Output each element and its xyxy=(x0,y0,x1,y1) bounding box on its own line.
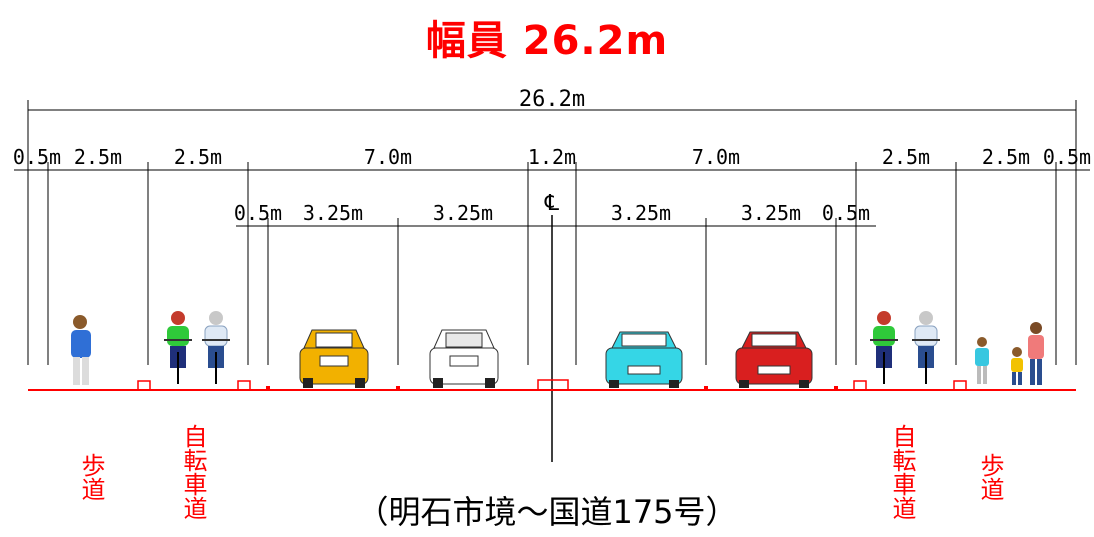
pedestrian-blue xyxy=(71,315,91,385)
dim-shoulder-right: 0.5m xyxy=(822,201,870,225)
child-yellow xyxy=(1011,347,1023,385)
tier1-dimensions: 0.5m 2.5m 2.5m 7.0m 1.2m 7.0m 2.5m 2.5m … xyxy=(13,145,1091,365)
dim-sidewalk-margin-left: 0.5m xyxy=(13,145,61,169)
tier2-dimensions: 0.5m 3.25m 3.25m 3.25m 3.25m 0.5m xyxy=(234,201,876,365)
total-dimension: 26.2m xyxy=(27,87,1077,365)
label-sidewalk-right: 歩道 xyxy=(976,453,1004,501)
dim-lane-1: 3.25m xyxy=(303,201,363,225)
label-bikeway-right: 自転車道 xyxy=(888,424,916,520)
car-cyan xyxy=(605,331,683,388)
dim-sidewalk-margin-right: 0.5m xyxy=(1043,145,1091,169)
road-width-title: 幅員 26.2m xyxy=(425,18,669,64)
car-white xyxy=(429,329,499,388)
cyclist-green-left xyxy=(164,311,192,384)
dim-sidewalk-left: 2.5m xyxy=(74,145,122,169)
total-width-label: 26.2m xyxy=(519,87,585,112)
road-surface xyxy=(28,379,1076,391)
child-cyan xyxy=(975,337,989,384)
label-sidewalk-left: 歩道 xyxy=(77,453,105,501)
section-caption: （明石市境〜国道175号） xyxy=(356,493,738,531)
dim-carriageway-right: 7.0m xyxy=(692,145,740,169)
dim-sidewalk-right: 2.5m xyxy=(982,145,1030,169)
car-yellow xyxy=(299,329,369,388)
dim-lane-3: 3.25m xyxy=(611,201,671,225)
cyclist-white-right xyxy=(912,311,940,384)
dim-shoulder-left: 0.5m xyxy=(234,201,282,225)
pedestrian-pink xyxy=(1028,322,1044,385)
dim-lane-4: 3.25m xyxy=(741,201,801,225)
cyclist-green-right xyxy=(870,311,898,384)
dim-carriageway-left: 7.0m xyxy=(364,145,412,169)
centerline: ℄ xyxy=(544,191,560,462)
centerline-symbol: ℄ xyxy=(544,191,560,216)
cyclist-white-left xyxy=(202,311,230,384)
car-red xyxy=(735,331,813,388)
label-bikeway-left: 自転車道 xyxy=(179,424,207,520)
dim-lane-2: 3.25m xyxy=(433,201,493,225)
dim-bikeway-left: 2.5m xyxy=(174,145,222,169)
dim-median: 1.2m xyxy=(528,145,576,169)
dim-bikeway-right: 2.5m xyxy=(882,145,930,169)
